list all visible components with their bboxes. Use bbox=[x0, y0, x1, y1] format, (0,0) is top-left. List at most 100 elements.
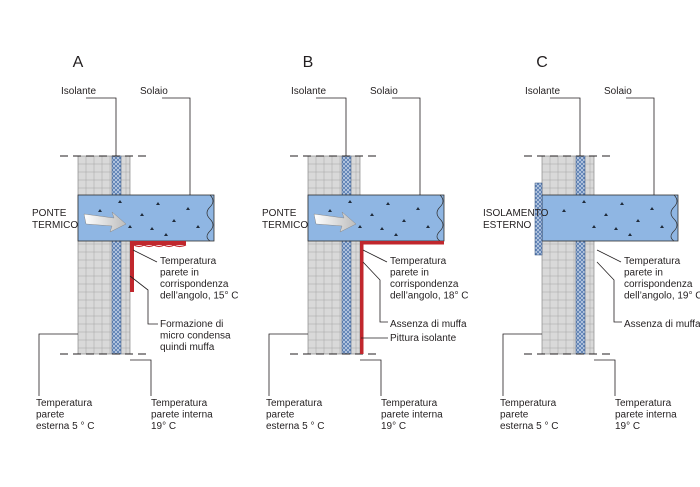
label-mold-note-line: Formazione di bbox=[160, 319, 223, 330]
label-internal-temp-line: parete interna bbox=[151, 410, 213, 421]
aggregate-mark bbox=[660, 225, 664, 228]
aggregate-mark bbox=[164, 233, 168, 236]
leader-solaio bbox=[162, 97, 191, 195]
label-side-line: PONTE bbox=[262, 208, 297, 219]
label-no-mold: Assenza di muffa bbox=[624, 319, 700, 330]
label-external-temp-line: parete bbox=[36, 410, 65, 421]
label-internal-temp-line: parete interna bbox=[615, 410, 677, 421]
label-corner-temp-line: dell’angolo, 18° C bbox=[390, 291, 469, 302]
leader-isolante bbox=[86, 97, 117, 156]
label-mold-note-line: micro condensa bbox=[160, 331, 231, 342]
aggregate-mark bbox=[416, 207, 420, 210]
leader-solaio bbox=[392, 97, 421, 195]
insulating-paint-ceiling bbox=[360, 241, 444, 245]
leader-internal-temp bbox=[594, 359, 616, 396]
label-side-line: ESTERNO bbox=[483, 220, 532, 231]
aggregate-mark bbox=[628, 233, 632, 236]
label-corner-temp-line: dell’angolo, 19° C bbox=[624, 291, 700, 302]
aggregate-mark bbox=[150, 227, 154, 230]
leader-mold-note bbox=[129, 275, 158, 325]
label-no-mold-line: Assenza di muffa bbox=[624, 319, 700, 330]
leader-no-mold bbox=[362, 261, 388, 323]
heat-flow-arrow bbox=[83, 211, 127, 233]
wall-block bbox=[541, 155, 595, 355]
aggregate-mark bbox=[128, 225, 132, 228]
slab-break-line bbox=[206, 194, 214, 242]
label-corner-temp-line: Temperatura bbox=[390, 256, 447, 267]
mold-edge bbox=[133, 244, 187, 248]
aggregate-mark bbox=[562, 209, 566, 212]
leader-external-temp bbox=[38, 333, 78, 396]
label-external-temp-line: esterna 5 ° C bbox=[500, 421, 558, 432]
aggregate-mark bbox=[172, 219, 176, 222]
aggregate-mark bbox=[370, 213, 374, 216]
label-corner-temp-line: corrispondenza bbox=[390, 279, 459, 290]
heat-flow-arrow bbox=[313, 211, 357, 233]
aggregate-mark bbox=[196, 225, 200, 228]
floor-slab bbox=[541, 194, 679, 242]
aggregate-mark bbox=[328, 209, 332, 212]
label-external-temp-line: Temperatura bbox=[266, 398, 323, 409]
label-no-mold-line: Assenza di muffa bbox=[390, 319, 467, 330]
external-insulation bbox=[534, 182, 543, 256]
label-side-line: TERMICO bbox=[262, 220, 308, 231]
label-solaio: Solaio bbox=[140, 86, 168, 97]
leader-no-mold bbox=[596, 261, 622, 323]
label-side-line: ISOLAMENTO bbox=[483, 208, 549, 219]
aggregate-mark bbox=[348, 200, 352, 203]
label-isolante: Isolante bbox=[61, 86, 96, 97]
label-no-mold: Assenza di muffa bbox=[390, 319, 467, 330]
label-isolante: Isolante bbox=[525, 86, 560, 97]
label-corner-temp-line: dell’angolo, 15° C bbox=[160, 291, 239, 302]
insulation-layer bbox=[341, 155, 352, 355]
label-external-temp-line: Temperatura bbox=[500, 398, 557, 409]
aggregate-mark bbox=[386, 202, 390, 205]
label-corner-temp-line: corrispondenza bbox=[160, 279, 229, 290]
aggregate-mark bbox=[592, 225, 596, 228]
label-corner-temp-line: parete in bbox=[624, 268, 663, 279]
label-internal-temp-line: parete interna bbox=[381, 410, 443, 421]
label-solaio: Solaio bbox=[370, 86, 398, 97]
leader-corner-temp bbox=[132, 249, 158, 263]
aggregate-mark bbox=[98, 209, 102, 212]
aggregate-mark bbox=[402, 219, 406, 222]
leader-external-temp bbox=[268, 333, 308, 396]
aggregate-mark bbox=[582, 200, 586, 203]
label-internal-temp-line: 19° C bbox=[151, 421, 176, 432]
leader-isolante bbox=[550, 97, 581, 156]
wall-block bbox=[77, 155, 131, 355]
insulating-paint-wall bbox=[360, 241, 364, 354]
wall-block bbox=[307, 155, 361, 355]
leader-external-temp bbox=[502, 333, 542, 396]
label-insulating-paint: Pittura isolante bbox=[390, 333, 457, 344]
label-mold-note-line: quindi muffa bbox=[160, 342, 215, 353]
aggregate-mark bbox=[614, 227, 618, 230]
label-side-line: PONTE bbox=[32, 208, 67, 219]
label-external-temp-line: esterna 5 ° C bbox=[36, 421, 94, 432]
label-internal-temp-line: Temperatura bbox=[381, 398, 438, 409]
leader-corner-temp bbox=[362, 249, 388, 263]
aggregate-mark bbox=[636, 219, 640, 222]
slab-break-line bbox=[670, 194, 678, 242]
aggregate-mark bbox=[604, 213, 608, 216]
aggregate-mark bbox=[650, 207, 654, 210]
leader-internal-temp bbox=[360, 359, 382, 396]
panel-letter: A bbox=[73, 54, 84, 71]
aggregate-mark bbox=[118, 200, 122, 203]
label-corner-temp-line: parete in bbox=[390, 268, 429, 279]
label-corner-temp-line: Temperatura bbox=[160, 256, 217, 267]
label-side-line: TERMICO bbox=[32, 220, 78, 231]
